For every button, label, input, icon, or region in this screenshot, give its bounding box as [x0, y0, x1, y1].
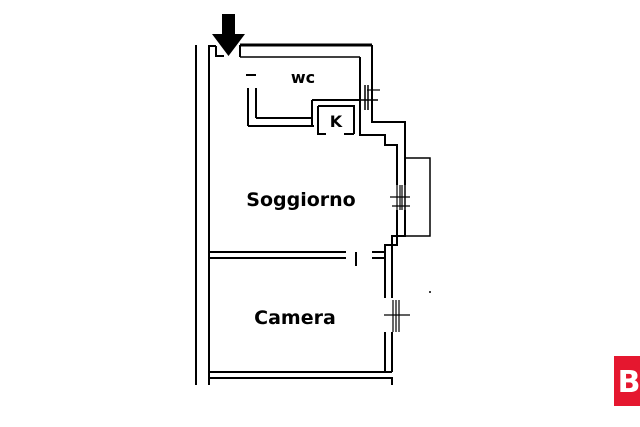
bottom-walls	[208, 371, 393, 385]
top-wall	[209, 43, 373, 80]
room-label-k: K	[330, 112, 343, 131]
room-label-wc: wc	[291, 68, 315, 87]
balcony	[404, 157, 431, 237]
left-outer-wall	[195, 45, 210, 385]
right-upper-walls	[355, 80, 406, 185]
partition-wall	[209, 251, 385, 266]
right-lower-walls	[384, 210, 431, 372]
kitchen-walls	[317, 105, 355, 135]
room-label-camera: Camera	[254, 307, 336, 329]
brand-logo: B	[614, 356, 640, 406]
window-soggiorno	[390, 185, 410, 210]
logo-letter: B	[618, 365, 640, 400]
room-label-soggiorno: Soggiorno	[246, 189, 355, 211]
arrow-down-icon	[212, 14, 245, 56]
wc-walls	[246, 74, 360, 127]
